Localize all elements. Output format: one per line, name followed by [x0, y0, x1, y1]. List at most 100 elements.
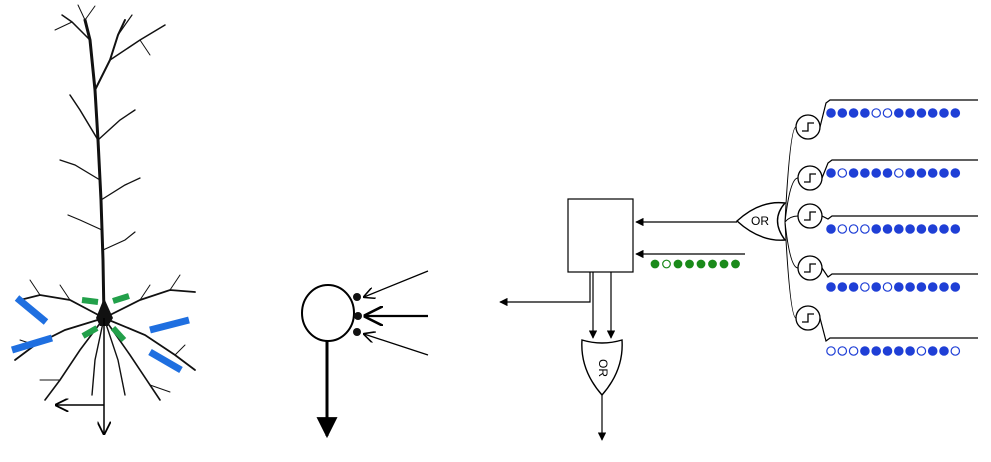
synapse-bit [916, 224, 927, 234]
synapse-bit [950, 282, 961, 292]
synapse-bar-green [110, 325, 127, 343]
synapse-bit [950, 108, 961, 118]
or-gate-main: OR [735, 201, 787, 241]
synapse-bit [882, 282, 893, 292]
distal-synapse-bars [10, 295, 190, 374]
synapse-bit [927, 346, 938, 356]
synapse-bit [860, 224, 870, 234]
synapse-bit [905, 346, 915, 356]
synapse-bit [893, 108, 904, 118]
synapse-bit [916, 282, 927, 292]
synapse-bit [871, 108, 881, 118]
soma [96, 298, 113, 326]
synapse-bit [916, 108, 927, 118]
synapse-bit [893, 168, 904, 178]
synapse-bit [826, 346, 836, 356]
step-function-icon [802, 122, 814, 132]
input-synapse [353, 293, 361, 301]
synapse-bit [848, 282, 859, 292]
synapse-bit [893, 346, 904, 356]
input-synapse [354, 312, 362, 320]
cell-box [567, 198, 634, 273]
apical-dendrite [54, 4, 166, 320]
synapse-bit [837, 282, 848, 292]
input-arrow [364, 334, 429, 356]
synapse-bit [939, 108, 949, 118]
segment-line [821, 159, 978, 179]
synapse-bit [848, 224, 859, 234]
proximal-bit [696, 259, 706, 269]
synapse-bit [848, 168, 859, 178]
synapse-bit [860, 282, 870, 292]
synapse-bit [826, 224, 836, 234]
synapse-bit [939, 168, 949, 178]
step-function-icon [802, 313, 814, 323]
synapse-bit [860, 346, 870, 356]
synapse-bit [939, 346, 949, 356]
synapse-bit [826, 108, 836, 118]
step-function-icon [804, 211, 816, 221]
or-gate-main-label: OR [751, 214, 769, 228]
synapse-bit [939, 282, 949, 292]
synapse-bit [950, 346, 961, 356]
point-neuron-diagram [301, 270, 429, 439]
or-gate-bottom: OR [581, 339, 623, 397]
synapse-bit [860, 168, 870, 178]
input-synapse [353, 328, 361, 336]
pyramidal-neuron-illustration [10, 4, 196, 434]
synapse-bit [905, 282, 915, 292]
proximal-bit [662, 259, 671, 269]
or-gate-bottom-label: OR [596, 359, 610, 377]
synapse-bit [916, 346, 927, 356]
synapse-bar-blue [10, 334, 54, 354]
or-input-line [784, 221, 797, 319]
proximal-bit [719, 259, 729, 269]
synapse-bar-blue [14, 295, 49, 325]
or-input-line [784, 126, 797, 223]
synapse-bar-green [81, 297, 99, 305]
synapse-bit [950, 168, 961, 178]
segment-line [821, 215, 978, 220]
segment-line [819, 317, 978, 343]
synapse-bit [871, 168, 881, 178]
synapse-bit [927, 168, 938, 178]
or-input-line [784, 215, 799, 223]
synapse-bit [882, 224, 893, 234]
proximal-bit [731, 259, 740, 269]
synapse-bit [848, 346, 859, 356]
step-function-icon [804, 263, 816, 273]
synapse-bit [837, 168, 848, 178]
segment-line [819, 99, 978, 128]
synapse-bit [939, 224, 949, 234]
synapse-bit [905, 108, 915, 118]
distal-dendrite-segments [784, 99, 978, 356]
or-input-line [784, 177, 799, 223]
synapse-bit [927, 108, 938, 118]
proximal-bit [673, 259, 683, 269]
synapse-bit [826, 168, 836, 178]
proximal-synapse-bars [81, 293, 130, 343]
synapse-bit [848, 108, 859, 118]
segment-line [821, 267, 978, 278]
synapse-bar-blue [148, 348, 183, 374]
synapse-bit [905, 168, 915, 178]
synapse-bar-blue [149, 316, 190, 334]
synapse-bit [871, 346, 881, 356]
step-function-icon [804, 173, 816, 183]
synapse-bar-green [112, 293, 130, 304]
synapse-bit [950, 224, 961, 234]
synapse-bit [882, 346, 893, 356]
synapse-bit [837, 224, 848, 234]
proximal-bit [708, 259, 717, 269]
synapse-bit [893, 282, 904, 292]
synapse-bit [916, 168, 927, 178]
htm-neuron-model: OR OR [499, 99, 978, 441]
synapse-bit [826, 282, 836, 292]
synapse-bit [882, 108, 893, 118]
proximal-bit [685, 259, 694, 269]
synapse-bit [927, 224, 938, 234]
synapse-bit [860, 108, 870, 118]
synapse-bit [871, 224, 881, 234]
proximal-bit [650, 259, 660, 269]
